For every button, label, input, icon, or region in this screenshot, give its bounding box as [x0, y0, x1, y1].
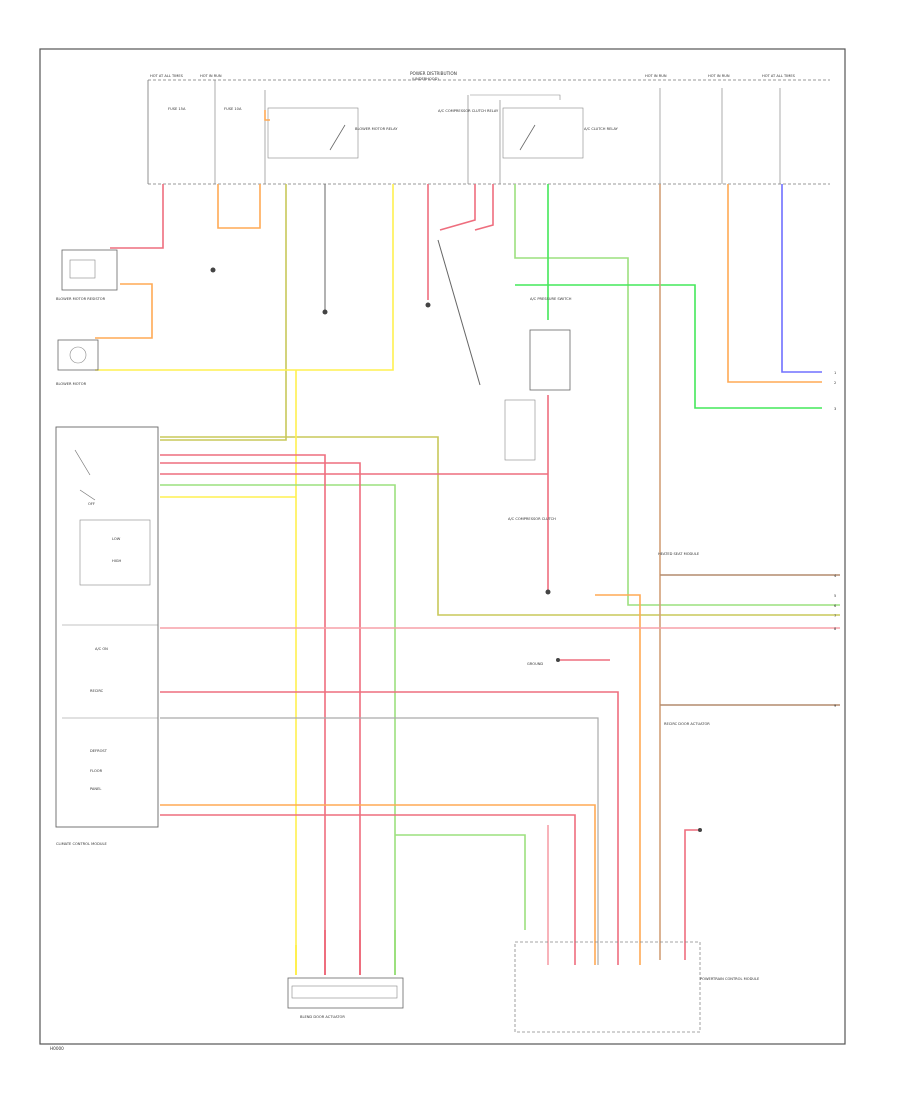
bottom-connector-stubs: [295, 930, 396, 975]
wire-orange-1: [217, 184, 261, 229]
wire-olive-1: [160, 184, 287, 441]
wire-red-right-2: [474, 184, 494, 231]
component-pcm-connector: POWERTRAIN CONTROL MODULE: [514, 941, 760, 1033]
component-label-7: POWERTRAIN CONTROL MODULE: [700, 977, 760, 981]
component-ac-clutch: A/C COMPRESSOR CLUTCH: [504, 399, 556, 521]
terminal-symbols: [210, 267, 702, 832]
component-blower-resistor: BLOWER MOTOR RESISTOR: [56, 249, 118, 301]
component-control-module: CLIMATE CONTROL MODULE OFF LOW HIGH A/C …: [55, 426, 159, 846]
component-ground: GROUND: [527, 662, 543, 666]
fuse-header-5: HOT AT ALL TIMES: [762, 74, 796, 78]
wire-blue: [781, 184, 822, 373]
fuse-header-2: HOT IN RUN: [200, 74, 222, 78]
component-heated-seat: HEATED SEAT MODULE: [658, 552, 700, 556]
wire-red-h1: [160, 454, 326, 955]
pin-7: 7: [834, 614, 836, 618]
wire-orange-top: [264, 110, 270, 121]
fuse-box-subtitle: (UNDERHOOD): [412, 77, 439, 81]
component-blend-door: BLEND DOOR ACTUATOR: [287, 977, 404, 1019]
module-label-3: A/C CLUTCH RELAY: [584, 127, 619, 131]
pin-9: 9: [834, 704, 837, 708]
wire-gray-h5: [160, 717, 599, 965]
component-label-4: A/C PRESSURE SWITCH: [530, 297, 572, 301]
wire-green-4: [160, 484, 396, 952]
wire-green-3: [515, 284, 822, 409]
switch-label-low: LOW: [112, 537, 121, 541]
fuse-header-3: HOT IN RUN: [645, 74, 667, 78]
pin-6: 6: [834, 604, 837, 608]
wire-orange-h6: [160, 804, 596, 965]
wire-orange-2: [95, 283, 153, 339]
wire-orange-3: [595, 594, 641, 965]
wires: [95, 110, 840, 965]
component-label-10: GROUND: [527, 662, 543, 666]
pin-2: 2: [834, 381, 836, 385]
switch-label-ac: A/C ON: [95, 647, 108, 651]
wire-green-5: [395, 834, 526, 930]
component-label-9: RECIRC DOOR ACTUATOR: [664, 722, 710, 726]
component-blower-motor: BLOWER MOTOR: [56, 339, 99, 386]
fuse-header-1: HOT AT ALL TIMES: [150, 74, 184, 78]
component-recirc-door: RECIRC DOOR ACTUATOR: [664, 722, 710, 726]
pin-4: 4: [834, 574, 837, 578]
switch-label-high: HIGH: [112, 559, 122, 563]
switch-label-defrost: DEFROST: [90, 749, 108, 753]
pin-5: 5: [834, 594, 836, 598]
diagram-frame: [39, 48, 846, 1045]
wire-red-h2: [160, 462, 361, 955]
switch-label-floor: FLOOR: [90, 769, 103, 773]
wire-yellow-1: [95, 184, 394, 371]
wire-green-1: [514, 184, 840, 606]
connector-pins-right: 1 2 3 4 5 6 7 8 9: [834, 371, 837, 708]
switch-label-recirc: RECIRC: [90, 689, 104, 693]
wire-orange-right: [727, 184, 822, 383]
switch-label-panel: PANEL: [90, 787, 101, 791]
fuse-header-4: HOT IN RUN: [708, 74, 730, 78]
footer-code: H0000: [50, 1046, 64, 1051]
component-label-2: BLOWER MOTOR: [56, 382, 87, 386]
pin-8: 8: [834, 627, 837, 631]
wire-red-1: [110, 184, 164, 249]
component-label-5: A/C COMPRESSOR CLUTCH: [508, 517, 556, 521]
module-label-1: BLOWER MOTOR RELAY: [355, 127, 398, 131]
fuse-box: POWER DISTRIBUTION (UNDERHOOD) HOT AT AL…: [147, 71, 830, 185]
wire-dark-2: [437, 239, 481, 386]
module-label-2: A/C COMPRESSOR CLUTCH RELAY: [438, 109, 499, 113]
switch-label-off: OFF: [88, 502, 95, 506]
wire-red-h4: [160, 691, 619, 965]
component-ac-pressure-switch: A/C PRESSURE SWITCH: [529, 297, 572, 391]
module-label-5: FUSE 10A: [224, 107, 242, 111]
fuse-box-title: POWER DISTRIBUTION: [410, 71, 457, 76]
component-label-1: BLOWER MOTOR RESISTOR: [56, 297, 106, 301]
wire-red-right-top: [684, 829, 700, 960]
pin-3: 3: [834, 407, 836, 411]
component-label-3: CLIMATE CONTROL MODULE: [56, 842, 107, 846]
pin-1: 1: [834, 371, 836, 375]
wire-olive-2: [160, 436, 840, 616]
module-label-4: FUSE 15A: [168, 107, 186, 111]
component-label-8: HEATED SEAT MODULE: [658, 552, 700, 556]
component-label-6: BLEND DOOR ACTUATOR: [300, 1015, 345, 1019]
wire-red-right-1: [439, 184, 476, 231]
wire-red-h7: [160, 814, 576, 965]
